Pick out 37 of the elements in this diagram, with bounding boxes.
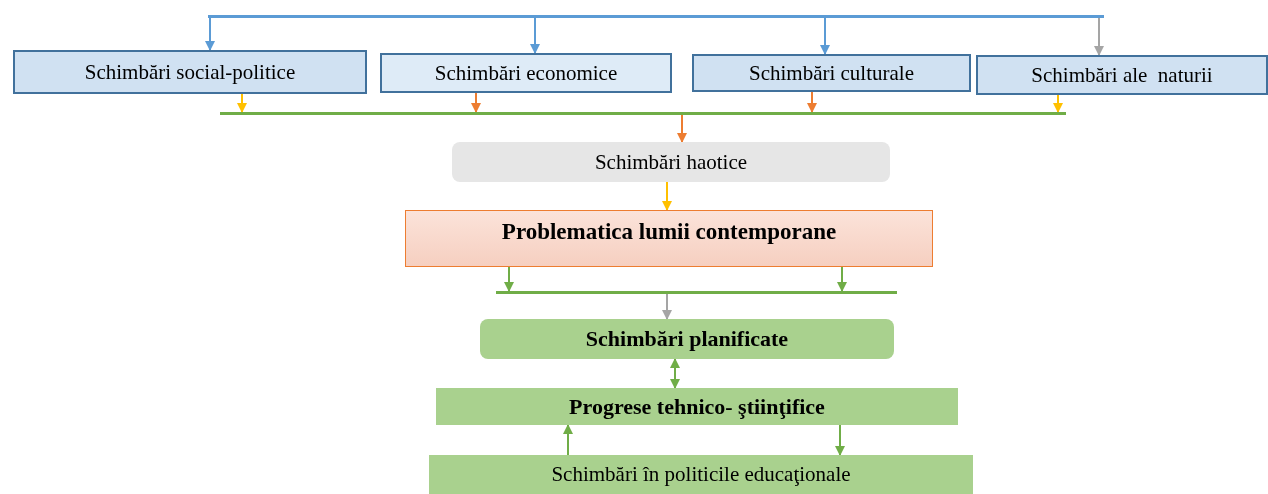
arrow (530, 17, 540, 54)
arrow (670, 358, 680, 389)
process-box (436, 388, 958, 425)
connector-bar (496, 291, 897, 294)
arrow (1094, 17, 1104, 56)
box-label: Problematica lumii contemporane (501, 219, 837, 245)
arrow (504, 266, 514, 292)
arrow (662, 293, 672, 320)
process-box (429, 455, 973, 494)
arrow (205, 17, 215, 51)
box-label: Schimbări haotice (594, 149, 748, 175)
arrow (1053, 94, 1063, 113)
arrow (820, 17, 830, 55)
process-box (405, 210, 933, 267)
box-label: Schimbări social-politice (84, 59, 296, 85)
box-label: Schimbări culturale (749, 60, 914, 86)
process-box (452, 142, 890, 182)
box-label: Schimbări în politicile educaţionale (551, 462, 851, 487)
process-box (692, 54, 971, 92)
connector-bar (220, 112, 1066, 115)
box-label: Schimbări ale naturii (1031, 62, 1213, 88)
connector-bar (208, 15, 1104, 18)
box-label: Progrese tehnico- ştiinţifice (569, 393, 825, 420)
process-box (976, 55, 1268, 95)
box-label: Schimbări economice (434, 60, 618, 86)
arrow (835, 424, 845, 456)
arrow (237, 93, 247, 113)
arrow (837, 266, 847, 292)
arrow (662, 181, 672, 211)
arrow (471, 92, 481, 113)
arrow (563, 424, 573, 456)
process-box (13, 50, 367, 94)
process-box (480, 319, 894, 359)
arrow (677, 114, 687, 143)
arrow (807, 91, 817, 113)
box-label: Schimbări planificate (585, 326, 789, 352)
process-box (380, 53, 672, 93)
